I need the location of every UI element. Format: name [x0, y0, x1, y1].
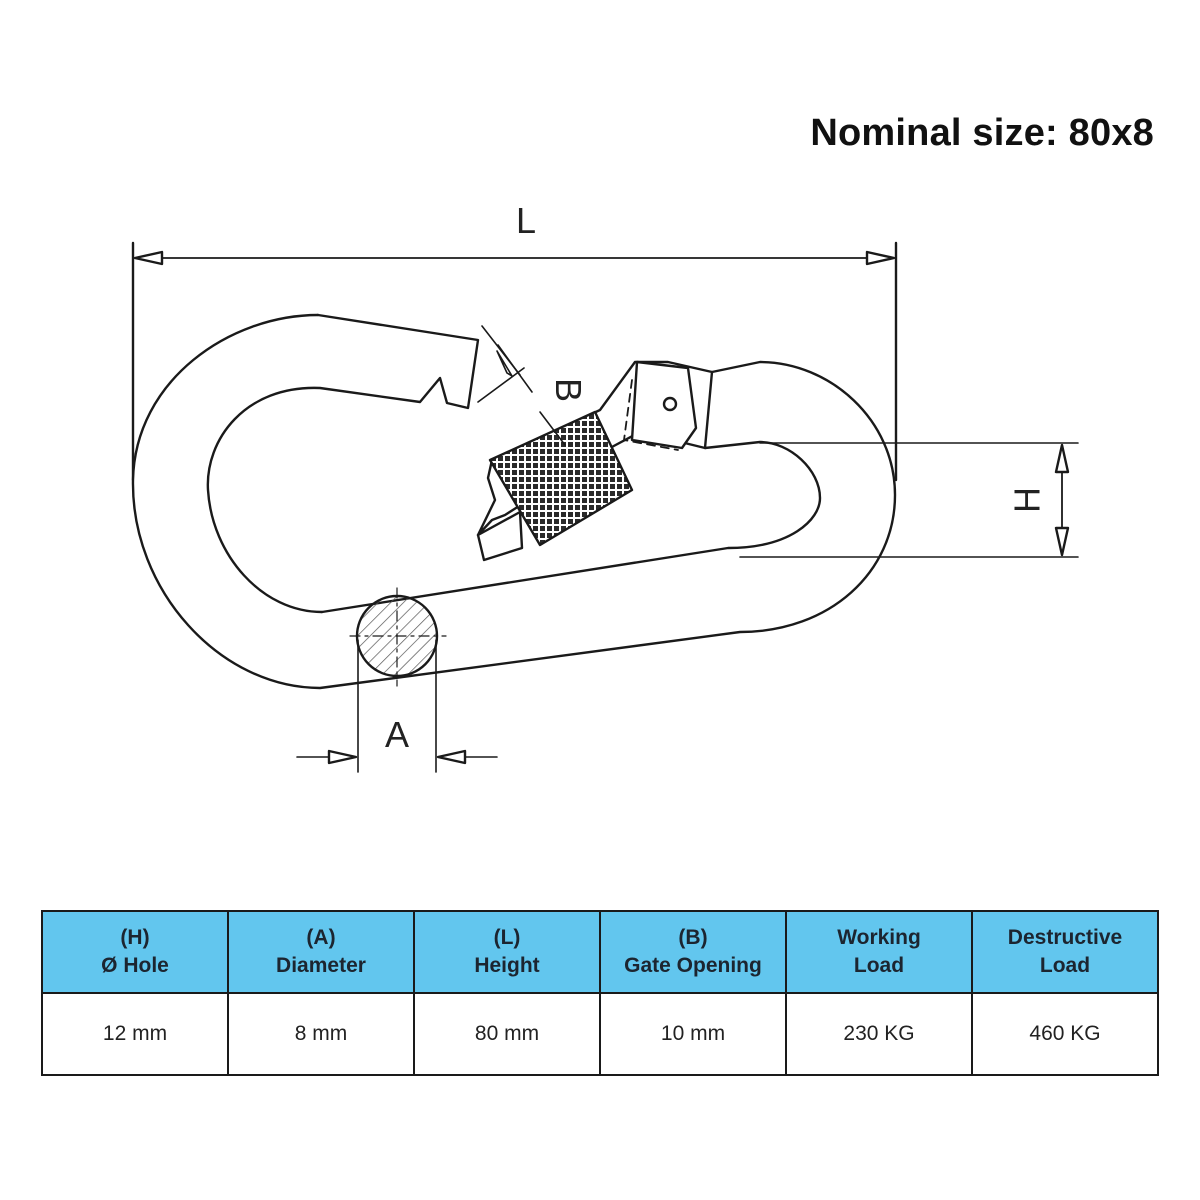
header-line: Gate Opening [624, 954, 762, 977]
h-arrow-bottom [1054, 526, 1070, 557]
header-line: Destructive [1007, 926, 1123, 949]
l-arrow-right [865, 250, 896, 266]
l-arrow-left [133, 250, 164, 266]
header-working-load: Working Load [785, 910, 973, 994]
cell-diameter-value: 8 mm [227, 992, 415, 1076]
b-arrow [496, 350, 513, 377]
dimension-label-l: L [516, 200, 536, 241]
header-line: Load [853, 954, 905, 977]
table-header-row: (H) Ø Hole (A) Diameter (L) Height (B) G… [41, 910, 1159, 994]
a-arrow-right [436, 749, 467, 765]
header-line: (H) [120, 926, 150, 949]
header-line: (L) [493, 926, 521, 949]
cell-hole-value: 12 mm [41, 992, 229, 1076]
header-destructive-load: Destructive Load [971, 910, 1159, 994]
cell-destructive-load-value: 460 KG [971, 992, 1159, 1076]
header-line: Diameter [276, 954, 366, 977]
nominal-size-title: Nominal size: 80x8 [810, 112, 1154, 154]
b-extension-2 [497, 344, 533, 393]
a-arrow-left [327, 749, 358, 765]
gate-rivet [662, 396, 678, 412]
specification-table: (H) Ø Hole (A) Diameter (L) Height (B) G… [41, 910, 1159, 1076]
h-arrow-top [1054, 443, 1070, 474]
carabiner-technical-drawing: L B H A [131, 200, 1079, 773]
header-line: Height [474, 954, 540, 977]
dimension-label-b: B [548, 378, 589, 402]
cell-working-load-value: 230 KG [785, 992, 973, 1076]
table-row: 12 mm 8 mm 80 mm 10 mm 230 KG 460 KG [41, 992, 1159, 1076]
dimension-label-h: H [1007, 487, 1048, 513]
locking-nut-knurled [488, 410, 634, 547]
header-diameter: (A) Diameter [227, 910, 415, 994]
header-height: (L) Height [413, 910, 601, 994]
b-leader [539, 411, 566, 446]
header-line: Ø Hole [101, 954, 169, 977]
carabiner-inner-spine [320, 440, 822, 614]
gate-hinge-dashed [623, 379, 679, 451]
header-gate-opening: (B) Gate Opening [599, 910, 787, 994]
header-hole: (H) Ø Hole [41, 910, 229, 994]
cell-height-value: 80 mm [413, 992, 601, 1076]
header-line: (A) [306, 926, 336, 949]
cell-gate-opening-value: 10 mm [599, 992, 787, 1076]
carabiner-upper-arm [206, 313, 480, 614]
gate-tail [476, 510, 524, 562]
header-line: (B) [678, 926, 708, 949]
dimension-label-a: A [385, 714, 409, 755]
header-line: Load [1039, 954, 1091, 977]
header-line: Working [837, 926, 921, 949]
b-dimension-line [477, 367, 525, 403]
